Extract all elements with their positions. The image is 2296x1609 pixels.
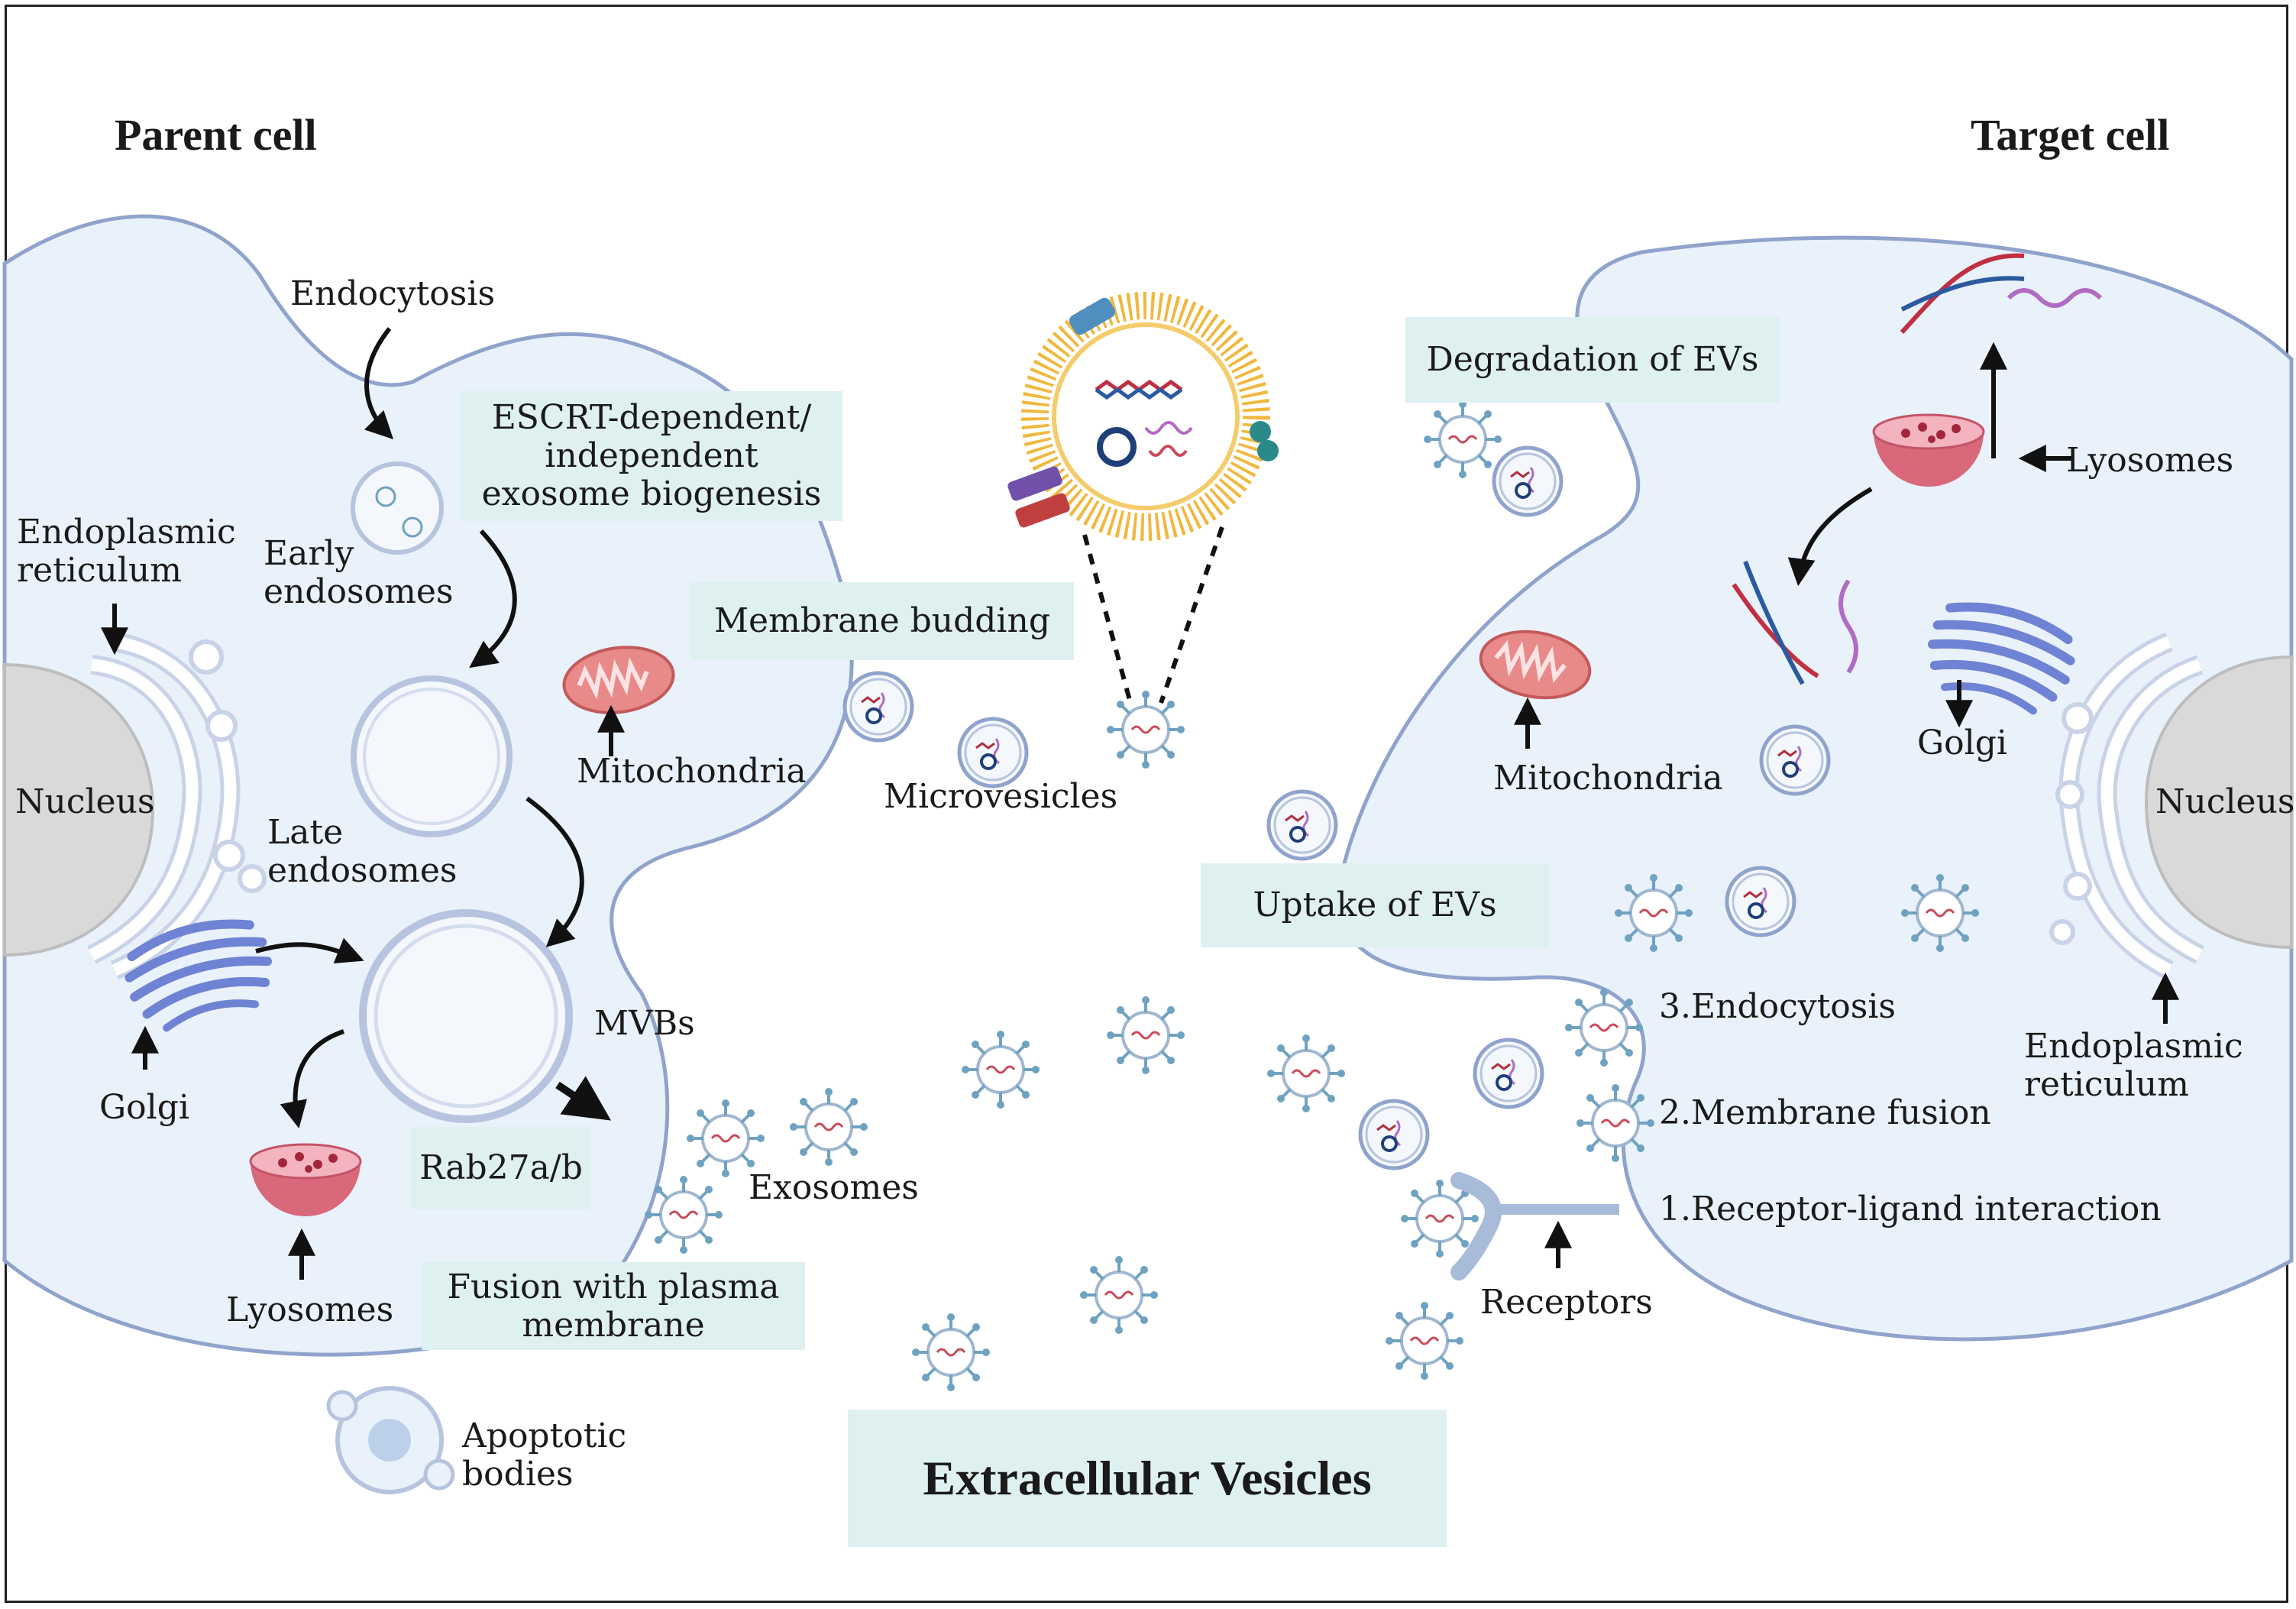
mvbs-label: MVBs (594, 1004, 695, 1043)
exosome-icon (1105, 995, 1186, 1076)
dna-icon (1732, 253, 2025, 685)
ev-icon (1727, 868, 1794, 935)
parent-er-label: Endoplasmic reticulum (17, 513, 236, 590)
late-endosomes-label: Late endosomes (267, 814, 457, 890)
uptake-box: Uptake of EVs (1201, 863, 1549, 947)
late-endosome-icon (351, 675, 513, 837)
parent-er-vesicles (189, 639, 267, 893)
target-er-vesicles (2049, 702, 2094, 945)
target-golgi-label: Golgi (1917, 724, 2007, 762)
ev-cross-section-icon (1007, 292, 1279, 541)
target-er-line-1: Endoplasmic (2024, 1027, 2243, 1066)
escrt-line-2: independent (545, 436, 758, 475)
apoptotic-body-icon (326, 1386, 455, 1494)
exosome-icon (788, 1086, 869, 1167)
exosome-icon (960, 1029, 1041, 1110)
degradation-box: Degradation of EVs (1405, 317, 1780, 403)
exosome-icon (1613, 872, 1694, 953)
target-lysosomes-label: Lyosomes (2066, 441, 2234, 480)
exosome-icon (1564, 987, 1644, 1068)
target-cell-title: Target cell (1971, 110, 2170, 160)
exosome-icon (1900, 872, 1981, 953)
exosome-icon (1078, 1255, 1159, 1335)
early-endosome-icon (351, 461, 444, 555)
ev-icon (1269, 792, 1336, 859)
apoptotic-line-1: Apoptotic (462, 1416, 627, 1455)
receptor-ligand-route-label: 1.Receptor-ligand interaction (1659, 1190, 2162, 1229)
early-endosomes-line-1: Early (264, 534, 354, 573)
parent-golgi-label: Golgi (99, 1088, 189, 1127)
escrt-line-3: exosome biogenesis (481, 474, 822, 513)
target-er-line-2: reticulum (2024, 1065, 2189, 1104)
extracellular-vesicles-text: Extracellular Vesicles (923, 1451, 1372, 1505)
escrt-box: ESCRT-dependent/ independent exosome bio… (461, 391, 842, 521)
fusion-box: Fusion with plasma membrane (422, 1262, 805, 1350)
zoom-line-right (1159, 526, 1224, 704)
exosome-icon (1575, 1083, 1656, 1164)
exosome-icon (643, 1174, 724, 1255)
parent-er-icon (87, 632, 241, 979)
zoom-line-left (1082, 534, 1133, 704)
parent-nucleus (2, 662, 155, 957)
target-mitochondria-label: Mitochondria (1493, 759, 1723, 798)
late-endosomes-line-2: endosomes (267, 851, 458, 890)
endocytosis-route-label: 3.Endocytosis (1659, 987, 1896, 1026)
receptor-icon (1450, 1172, 1619, 1280)
ev-icon (1360, 1101, 1428, 1168)
early-endosomes-line-2: endosomes (264, 572, 454, 611)
extracellular-vesicles-box: Extracellular Vesicles (848, 1410, 1447, 1547)
mvb-icon (359, 909, 573, 1123)
ev-icon (1761, 727, 1829, 794)
ev-icon (1475, 1040, 1542, 1107)
early-endosomes-label: Early endosomes (264, 535, 453, 611)
parent-mitochondria-label: Mitochondria (577, 752, 807, 791)
microvesicles-label: Microvesicles (884, 777, 1118, 816)
exosome-icon (685, 1098, 766, 1179)
membrane-budding-box: Membrane budding (690, 582, 1074, 660)
membrane-fusion-route-label: 2.Membrane fusion (1659, 1093, 1991, 1132)
target-nucleus (2144, 655, 2293, 950)
target-nucleus-label: Nucleus (2155, 782, 2295, 821)
ev-icon (1494, 448, 1561, 515)
receptors-label: Receptors (1480, 1283, 1653, 1322)
target-er-label: Endoplasmic reticulum (2024, 1028, 2243, 1104)
exosome-icon (910, 1312, 991, 1393)
fusion-line-2: membrane (522, 1305, 705, 1345)
endocytosis-label: Endocytosis (290, 274, 496, 313)
exosome-icon (1384, 1300, 1465, 1381)
fusion-line-1: Fusion with plasma (447, 1267, 780, 1306)
parent-cell-title: Parent cell (115, 110, 317, 160)
microvesicle-icon (845, 673, 912, 740)
rab27-box: Rab27a/b (411, 1127, 591, 1209)
uptake-text: Uptake of EVs (1253, 885, 1497, 924)
escrt-line-1: ESCRT-dependent/ (491, 398, 812, 437)
exosome-icon (1266, 1033, 1347, 1114)
apoptotic-line-2: bodies (462, 1455, 574, 1494)
exosome-icon (1422, 399, 1503, 480)
rab27-text: Rab27a/b (419, 1148, 583, 1187)
exosomes-label: Exosomes (749, 1168, 919, 1207)
target-er-icon (2058, 632, 2204, 979)
microvesicle-icon (959, 719, 1027, 786)
parent-er-line-2: reticulum (17, 551, 182, 590)
parent-nucleus-label: Nucleus (15, 782, 155, 821)
parent-lysosomes-label: Lyosomes (226, 1290, 394, 1329)
apoptotic-bodies-label: Apoptotic bodies (462, 1417, 626, 1494)
parent-er-line-1: Endoplasmic (17, 513, 236, 552)
late-endosomes-line-1: Late (267, 813, 344, 852)
membrane-budding-text: Membrane budding (713, 601, 1051, 640)
exosome-icon (1105, 689, 1186, 770)
rna-icon (1838, 288, 2103, 674)
degradation-text: Degradation of EVs (1426, 340, 1759, 379)
flow-arrows (101, 327, 2179, 1280)
